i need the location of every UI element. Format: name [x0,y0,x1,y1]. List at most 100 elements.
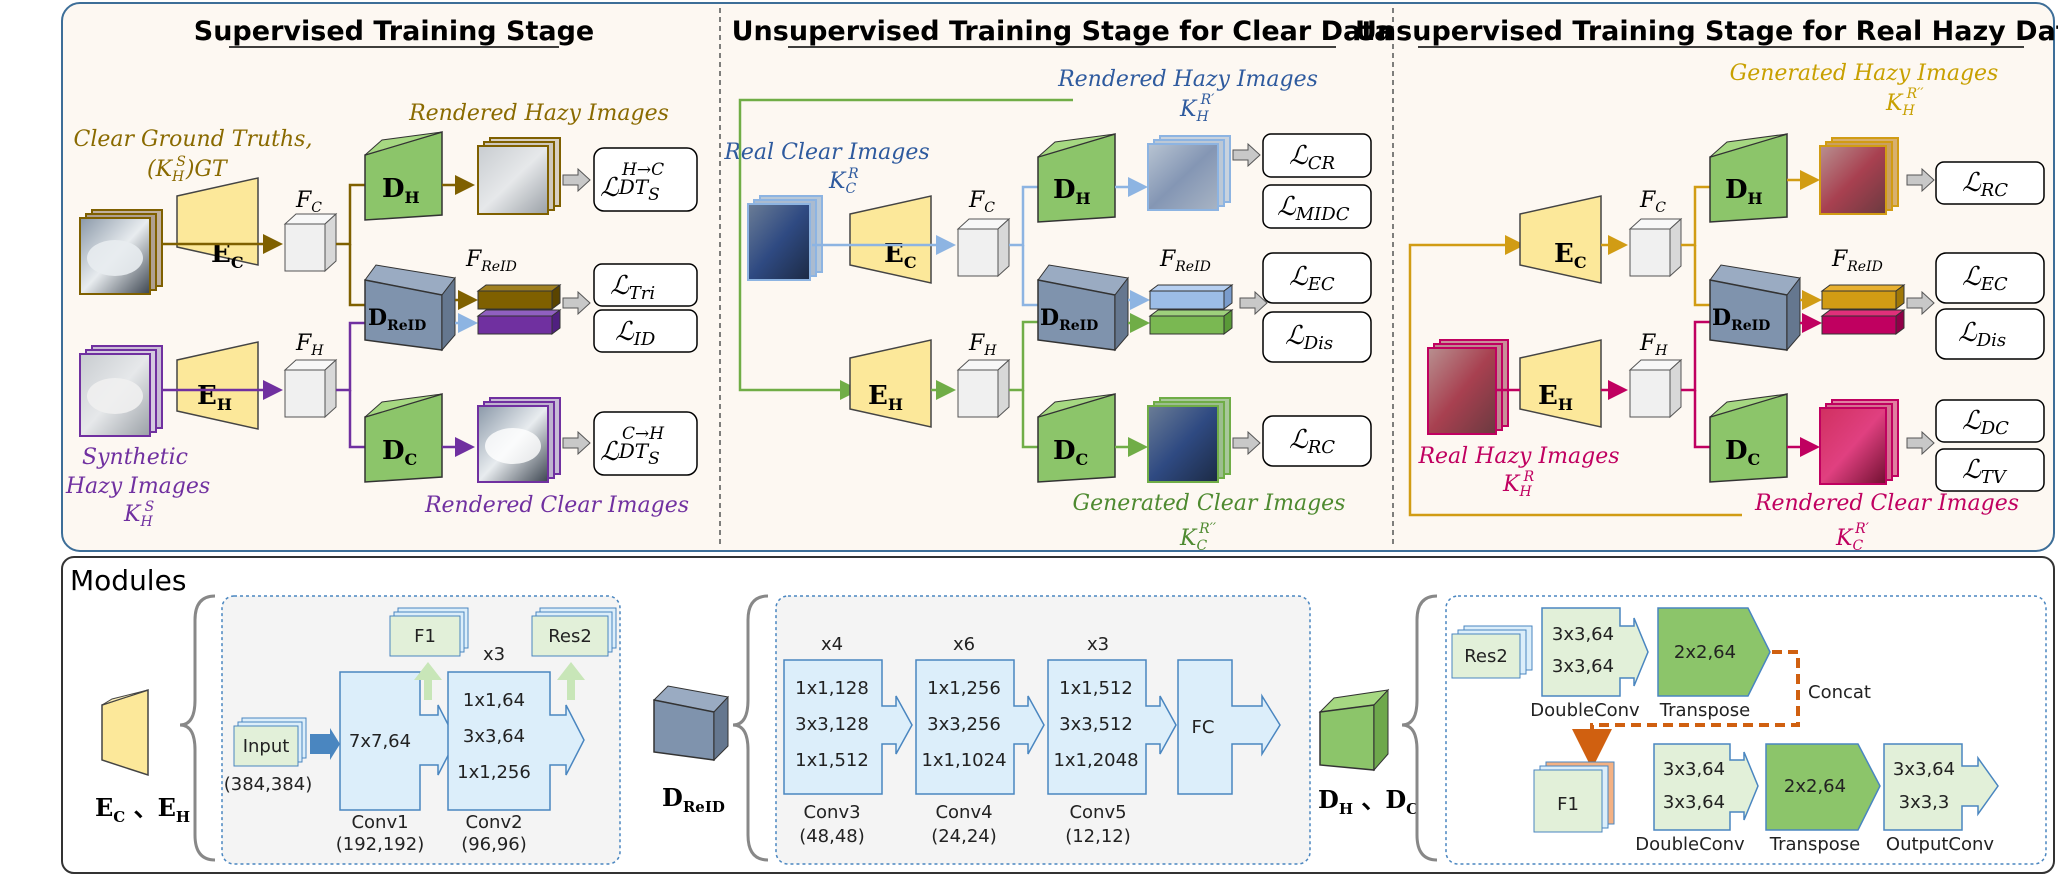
svg-text:1x1,512: 1x1,512 [795,750,869,771]
eh-label: EH [197,381,232,414]
svg-text:3x3,128: 3x3,128 [795,714,869,735]
rendered-clear-symbol-3: KCR′ [1835,521,1870,554]
svg-text:ℒDis: ℒDis [1958,318,2006,351]
supervised-stage-title: Supervised Training Stage [194,16,594,47]
loss-dis-3: ℒDis [1935,308,2045,360]
svg-text:Conv5: Conv5 [1069,802,1126,823]
svg-text:3x3,512: 3x3,512 [1059,714,1133,735]
svg-text:1x1,256: 1x1,256 [457,762,531,783]
svg-text:EC: EC [884,239,917,272]
svg-text:ℒDis: ℒDis [1285,321,1333,354]
fh-label: FH [295,331,324,359]
svg-text:ℒTV: ℒTV [1962,455,2008,488]
svg-text:Input: Input [243,736,290,757]
svg-text:3x3,64: 3x3,64 [1552,656,1614,677]
svg-text:EH: EH [1538,381,1573,414]
svg-text:x3: x3 [1087,634,1109,655]
decoder-dh-block-3: DH [1709,132,1788,223]
svg-text:DReID: DReID [1712,305,1770,334]
reid-module: DReID x4 1x1,128 3x3,128 1x1,512 Conv3 (… [652,594,1311,865]
svg-text:FC: FC [968,188,995,216]
svg-text:ℒTri: ℒTri [610,271,655,304]
unsup-clear-stage: Rendered Hazy Images KHR′ Real Clear Ima… [723,67,1372,554]
svg-text:1x1,1024: 1x1,1024 [921,750,1006,771]
feature-fh-cube-3: FH [1628,331,1683,419]
clear-gt-symbol: (KHS)GT [147,154,229,185]
svg-text:FH: FH [1639,331,1668,359]
loss-dc-3: ℒDC [1935,399,2045,443]
svg-text:(384,384): (384,384) [224,774,312,795]
loss-tv-3: ℒTV [1935,448,2045,492]
svg-text:FReID: FReID [1159,247,1211,275]
modules-title: Modules [70,564,186,597]
svg-text:x4: x4 [821,634,843,655]
svg-text:1x1,512: 1x1,512 [1059,678,1133,699]
decoder-dc-block-3: DC [1709,392,1788,483]
freid-bars-3 [1820,284,1906,335]
svg-text:ℒDTS: ℒDTS [600,437,660,469]
svg-text:Conv4: Conv4 [935,802,992,823]
svg-text:ℒDTS: ℒDTS [600,173,660,205]
svg-text:(48,48): (48,48) [799,826,865,847]
conv4-block: x6 1x1,256 3x3,256 1x1,1024 Conv4 (24,24… [915,634,1045,847]
svg-text:EC: EC [1554,239,1587,272]
rendered-hazy-label: Rendered Hazy Images [408,101,669,126]
grey-arrows-2 [1232,142,1268,456]
svg-text:DC: DC [1053,436,1088,469]
feature-fh-cube: FH [283,331,338,419]
svg-text:C→H: C→H [622,424,665,444]
svg-text:FH: FH [968,331,997,359]
concat-label: Concat [1808,682,1871,703]
unsup-hazy-stage: Generated Hazy Images KHR′′ Real Hazy Im… [1408,61,2045,554]
svg-text:Res2: Res2 [1464,646,1508,667]
dec-doubleconv-1: 3x3,64 3x3,64 DoubleConv [1530,607,1649,721]
clear-gt-image-stack [79,209,163,295]
feature-fc-cube-3: FC [1628,188,1683,278]
svg-text:(12,12): (12,12) [1065,826,1131,847]
svg-text:1x1,128: 1x1,128 [795,678,869,699]
encoder-ec-block-3: EC [1519,195,1602,284]
dec-res2-block: Res2 [1451,625,1533,679]
svg-text:3x3,64: 3x3,64 [1663,792,1725,813]
decoder-dc-block-2: DC [1037,392,1116,483]
svg-text:Conv3: Conv3 [803,802,860,823]
svg-text:Conv2: Conv2 [465,812,522,833]
grey-arrows [562,167,591,456]
svg-text:DH: DH [1725,175,1763,208]
synthetic-hazy-image-stack [79,345,163,437]
svg-text:FC: FC [1192,717,1215,738]
real-clear-symbol: KCR [828,166,859,197]
encoder-eh-block-3: EH [1519,339,1602,428]
supervised-stage: Clear Ground Truths, (KHS)GT Synthetic H… [65,101,698,530]
svg-text:3x3,64: 3x3,64 [463,726,525,747]
conv1-block: 7x7,64 Conv1 (192,192) [336,671,457,855]
svg-text:ℒDC: ℒDC [1962,406,2009,439]
rendered-clear-image-stack [477,397,561,483]
svg-text:H→C: H→C [621,160,664,180]
svg-text:3x3,256: 3x3,256 [927,714,1001,735]
svg-text:3x3,64: 3x3,64 [1893,759,1955,780]
loss-rc-3: ℒRC [1935,161,2045,205]
dreid-label: DReID [368,305,426,334]
svg-text:(96,96): (96,96) [461,834,527,855]
fc-block: FC [1177,659,1281,795]
loss-dt-hc: ℒDTS H→C [593,147,698,212]
svg-text:F1: F1 [414,626,436,647]
svg-text:ℒID: ℒID [615,317,656,350]
encoder-eh-block-2: EH [849,339,932,428]
svg-text:7x7,64: 7x7,64 [349,731,411,752]
svg-text:Transpose: Transpose [1659,700,1750,721]
svg-text:DoubleConv: DoubleConv [1530,700,1640,721]
svg-text:DC: DC [1725,436,1760,469]
svg-text:ℒCR: ℒCR [1289,141,1335,174]
svg-text:DoubleConv: DoubleConv [1635,834,1745,855]
loss-id: ℒID [593,309,698,353]
rendered-clear-label: Rendered Clear Images [424,493,689,518]
svg-text:3x3,3: 3x3,3 [1899,792,1950,813]
generated-clear-label: Generated Clear Images [1073,491,1346,516]
dc-label: DC [382,436,417,469]
svg-text:ℒEC: ℒEC [1289,262,1335,295]
loss-tri: ℒTri [593,263,698,307]
decoder-module: DH 、DC Res2 3x3,64 3x3,64 DoubleConv 2x2… [1318,594,2047,865]
conv3-block: x4 1x1,128 3x3,128 1x1,512 Conv3 (48,48) [783,634,913,847]
